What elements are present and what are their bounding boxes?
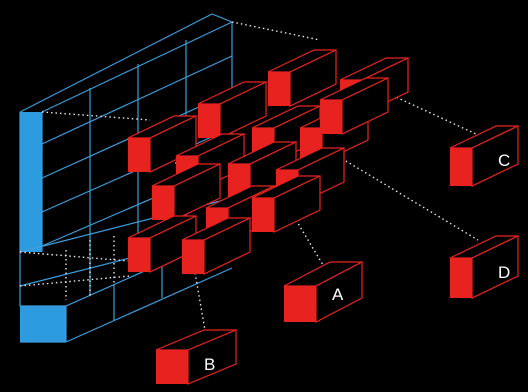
wall-left-face: [20, 112, 42, 252]
red-block: [197, 81, 267, 139]
leader-d: [283, 123, 479, 241]
wall-footing-face: [20, 306, 66, 342]
red-block: [267, 49, 337, 107]
guide-line: [231, 21, 321, 41]
callout-label-c: C: [498, 151, 510, 170]
wall-base-edge: [65, 267, 233, 343]
callout-label-b: B: [204, 355, 215, 374]
red-block: [127, 115, 197, 173]
callout-label-d: D: [498, 263, 510, 282]
red-block: [319, 77, 389, 135]
exploded-blocks: [127, 49, 409, 275]
callout-label-a: A: [332, 285, 344, 304]
guide-line: [41, 111, 151, 121]
guide-line: [19, 275, 131, 287]
red-block: [251, 175, 321, 233]
red-block: [151, 163, 221, 221]
guide-line: [19, 251, 141, 263]
wall-course: [41, 55, 233, 145]
red-block: [181, 217, 251, 275]
callout-b: B: [155, 329, 237, 385]
callout-c: C: [449, 125, 519, 187]
callout-d: D: [449, 235, 519, 299]
wall-top-edge: [41, 21, 233, 113]
callout-a: A: [283, 261, 363, 323]
